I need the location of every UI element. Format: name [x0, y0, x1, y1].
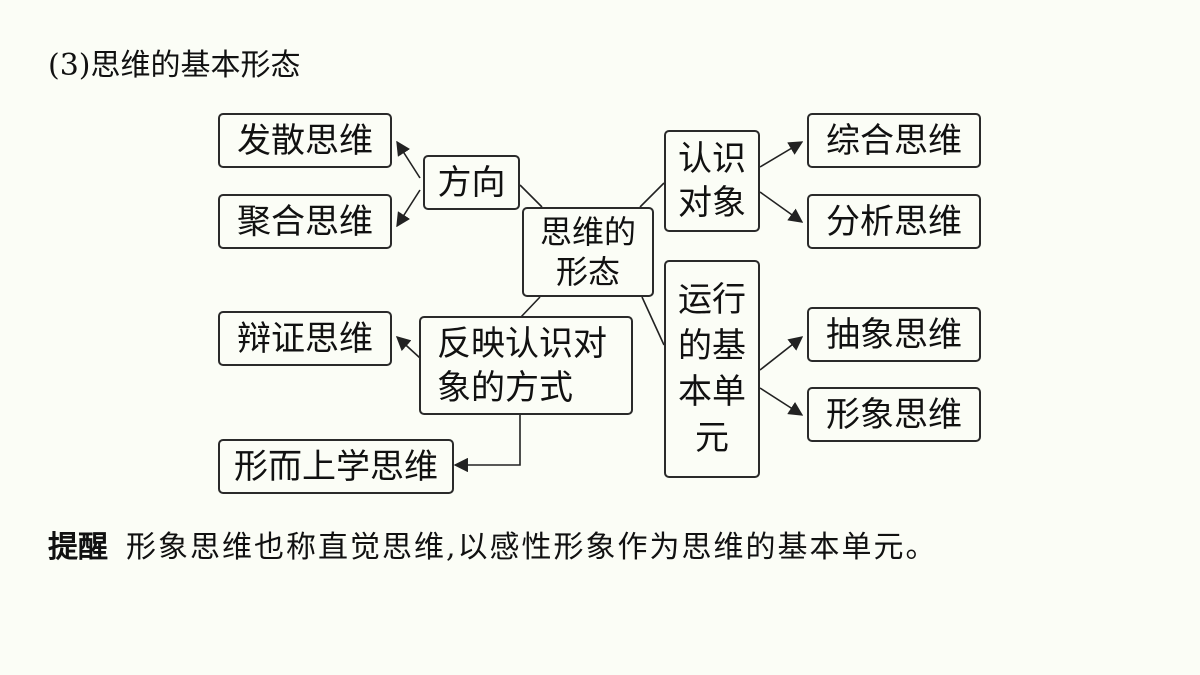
node-synthesis-thinking: 综合思维	[807, 113, 981, 168]
node-analysis-thinking-label: 分析思维	[826, 201, 962, 242]
connector-center-object	[639, 182, 665, 208]
arrow-to-analysis	[759, 191, 804, 223]
arrow-to-metaphysical	[453, 415, 521, 473]
node-imagery-thinking: 形象思维	[807, 387, 981, 442]
node-divergent-thinking-label: 发散思维	[237, 120, 373, 161]
node-basic-unit: 运行的基本单元	[664, 260, 760, 478]
section-heading: (3)思维的基本形态	[48, 48, 301, 83]
node-analysis-thinking: 分析思维	[807, 194, 981, 249]
connector-center-unit	[641, 296, 665, 346]
connector-center-reflection	[519, 296, 541, 319]
node-cognition-object: 认识对象	[664, 130, 760, 232]
tip-note: 提醒形象思维也称直觉思维,以感性形象作为思维的基本单元。	[48, 528, 938, 568]
node-abstract-thinking: 抽象思维	[807, 307, 981, 362]
arrow-to-imagery	[759, 387, 804, 416]
connector-center-direction	[519, 184, 543, 208]
node-dialectical-thinking: 辩证思维	[218, 311, 392, 366]
node-metaphysical-thinking: 形而上学思维	[218, 439, 454, 494]
arrow-to-abstract	[759, 336, 804, 371]
node-metaphysical-thinking-label: 形而上学思维	[234, 446, 438, 487]
tip-text: 形象思维也称直觉思维,以感性形象作为思维的基本单元。	[126, 530, 938, 565]
node-reflection-method-label: 反映认识对象的方式	[437, 323, 607, 408]
node-dialectical-thinking-label: 辩证思维	[237, 318, 373, 359]
node-cognition-object-label: 认识对象	[678, 139, 746, 223]
arrow-to-dialectical	[395, 336, 421, 359]
node-convergent-thinking: 聚合思维	[218, 194, 392, 249]
node-basic-unit-label: 运行的基本单元	[678, 280, 746, 458]
node-direction-label: 方向	[437, 162, 506, 203]
node-reflection-method: 反映认识对象的方式	[419, 316, 633, 415]
node-abstract-thinking-label: 抽象思维	[826, 314, 962, 355]
node-imagery-thinking-label: 形象思维	[826, 394, 962, 435]
node-divergent-thinking: 发散思维	[218, 113, 392, 168]
node-thinking-forms: 思维的形态	[522, 207, 654, 297]
node-synthesis-thinking-label: 综合思维	[826, 120, 962, 161]
arrow-to-synthesis	[759, 141, 804, 168]
arrow-to-divergent	[396, 140, 421, 179]
node-thinking-forms-label: 思维的形态	[539, 213, 636, 291]
node-direction: 方向	[423, 155, 520, 210]
node-convergent-thinking-label: 聚合思维	[237, 201, 373, 242]
tip-label: 提醒	[48, 530, 108, 565]
arrow-to-convergent	[396, 189, 421, 228]
